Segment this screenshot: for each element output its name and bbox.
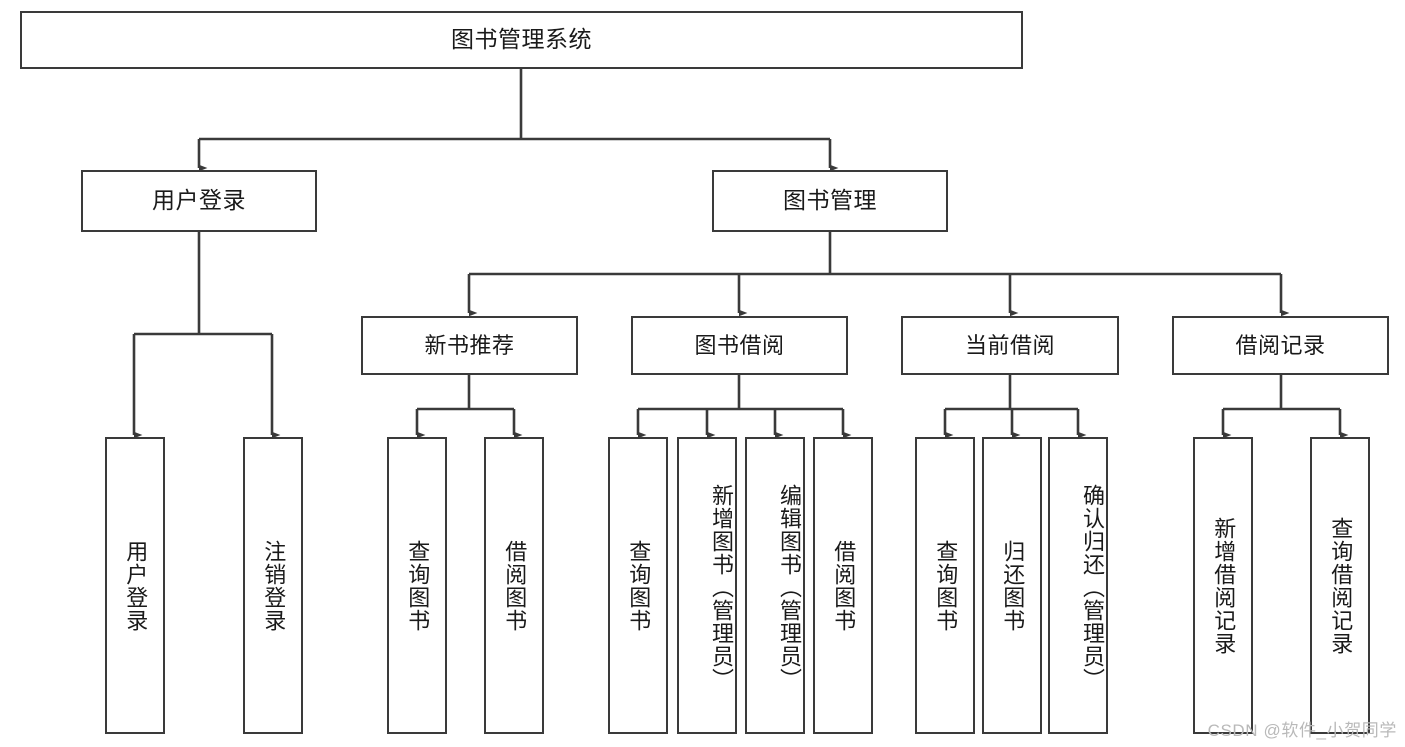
node-leaf-query-book-recommend[interactable]: 查询图书	[387, 437, 447, 734]
node-label: 查询借阅记录	[1328, 516, 1354, 655]
node-label: 新增图书（管理员）	[709, 484, 734, 691]
node-user-login[interactable]: 用户登录	[81, 170, 317, 232]
node-label: 编辑图书（管理员）	[777, 484, 802, 691]
node-label: 图书管理	[783, 187, 877, 214]
node-label: 用户登录	[123, 539, 149, 632]
node-label: 注销登录	[261, 539, 287, 632]
node-leaf-query-book-current[interactable]: 查询图书	[915, 437, 975, 734]
node-label: 借阅图书	[831, 539, 857, 632]
node-leaf-confirm-return-admin[interactable]: 确认归还（管理员）	[1048, 437, 1108, 734]
node-leaf-borrow-book-recommend[interactable]: 借阅图书	[484, 437, 544, 734]
node-leaf-add-book-admin[interactable]: 新增图书（管理员）	[677, 437, 737, 734]
node-label: 确认归还（管理员）	[1080, 484, 1105, 691]
node-label: 用户登录	[152, 187, 246, 214]
node-label: 当前借阅	[964, 332, 1055, 358]
node-leaf-logout[interactable]: 注销登录	[243, 437, 303, 734]
node-label: 新增借阅记录	[1211, 516, 1237, 655]
node-leaf-add-borrow-record[interactable]: 新增借阅记录	[1193, 437, 1253, 734]
node-leaf-return-book[interactable]: 归还图书	[982, 437, 1042, 734]
node-label: 借阅记录	[1235, 332, 1326, 358]
node-leaf-edit-book-admin[interactable]: 编辑图书（管理员）	[745, 437, 805, 734]
node-label: 查询图书	[626, 539, 652, 632]
node-borrow-record[interactable]: 借阅记录	[1172, 316, 1389, 375]
node-label: 图书管理系统	[451, 26, 592, 53]
node-book-borrow[interactable]: 图书借阅	[631, 316, 848, 375]
node-label: 归还图书	[1000, 539, 1026, 632]
node-current-borrow[interactable]: 当前借阅	[901, 316, 1119, 375]
node-label: 查询图书	[405, 539, 431, 632]
node-leaf-query-book-borrow[interactable]: 查询图书	[608, 437, 668, 734]
node-leaf-query-borrow-record[interactable]: 查询借阅记录	[1310, 437, 1370, 734]
node-label: 新书推荐	[424, 332, 515, 358]
node-leaf-user-login[interactable]: 用户登录	[105, 437, 165, 734]
node-leaf-borrow-book-borrow[interactable]: 借阅图书	[813, 437, 873, 734]
node-root-system[interactable]: 图书管理系统	[20, 11, 1023, 69]
node-new-book-recommend[interactable]: 新书推荐	[361, 316, 578, 375]
node-label: 图书借阅	[694, 332, 785, 358]
node-label: 查询图书	[933, 539, 959, 632]
node-label: 借阅图书	[502, 539, 528, 632]
watermark: CSDN @软件_小贺同学	[1207, 721, 1397, 740]
node-book-manage[interactable]: 图书管理	[712, 170, 948, 232]
